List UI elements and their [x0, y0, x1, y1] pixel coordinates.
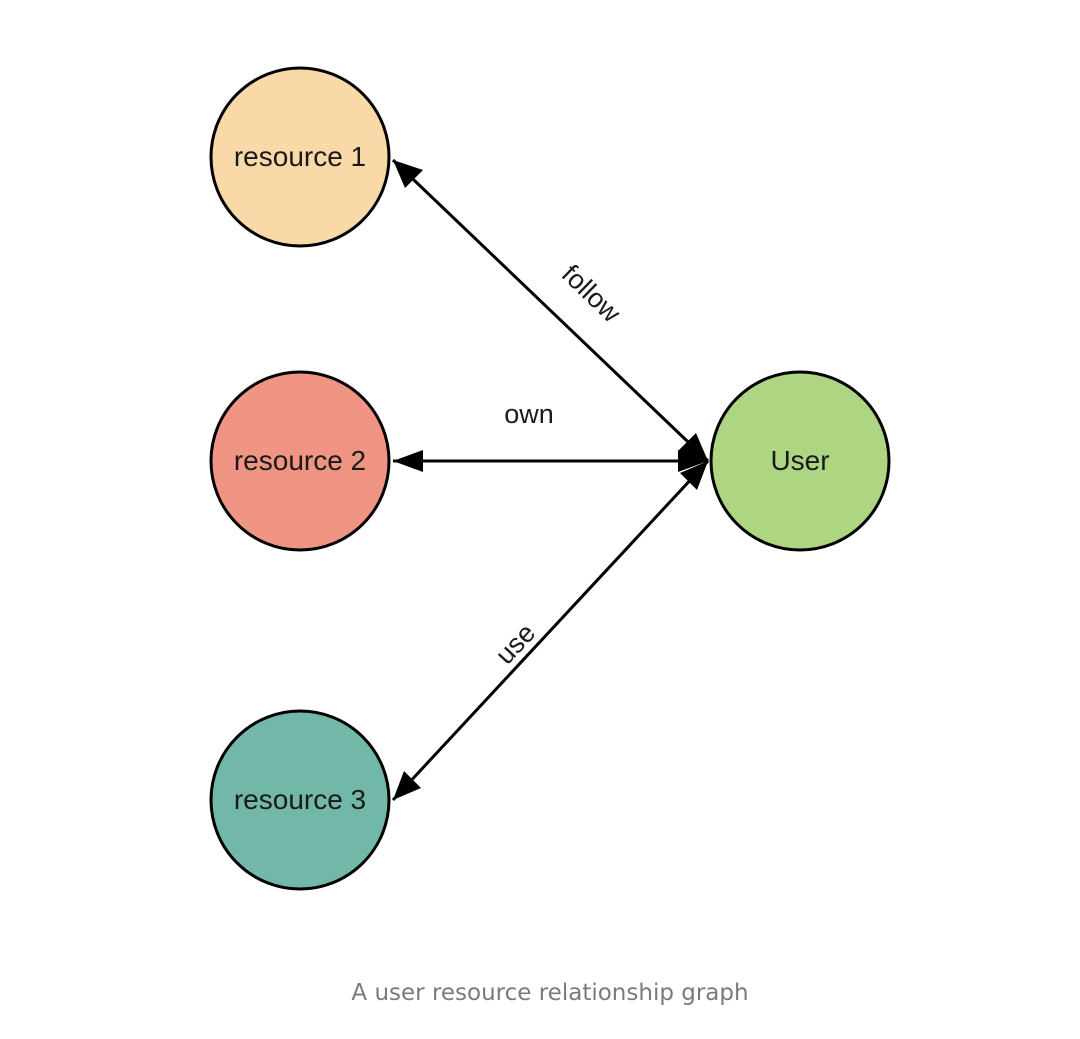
node-resource-1-circle	[209, 66, 391, 248]
edge-own-arrowhead-user	[678, 450, 708, 472]
figure-caption: A user resource relationship graph	[351, 980, 749, 1006]
node-resource-2-circle	[209, 370, 391, 552]
edge-label-follow: follow	[556, 259, 627, 329]
edge-label-own: own	[504, 399, 554, 429]
edge-follow-arrowhead-user	[678, 433, 708, 461]
node-resource-1-label: resource 1	[234, 141, 366, 172]
relationship-graph: follow own use resource 1 resource 2 res…	[209, 66, 891, 891]
node-resource-1: resource 1	[209, 66, 391, 248]
node-resource-2-label: resource 2	[234, 445, 366, 476]
node-resource-2: resource 2	[209, 370, 391, 552]
node-user-circle	[709, 370, 891, 552]
edge-use	[391, 459, 710, 802]
edge-use-arrowhead-user	[680, 461, 708, 490]
node-resource-3: resource 3	[209, 709, 391, 891]
node-user-label: User	[770, 445, 829, 476]
edge-follow	[391, 158, 710, 463]
edge-own-arrowhead-resource	[393, 450, 423, 472]
edge-use-arrowhead-resource	[393, 771, 421, 800]
node-user: User	[709, 370, 891, 552]
node-resource-3-circle	[209, 709, 391, 891]
edge-follow-arrowhead-resource	[393, 160, 423, 188]
edge-label-use: use	[490, 618, 542, 670]
node-resource-3-label: resource 3	[234, 784, 366, 815]
